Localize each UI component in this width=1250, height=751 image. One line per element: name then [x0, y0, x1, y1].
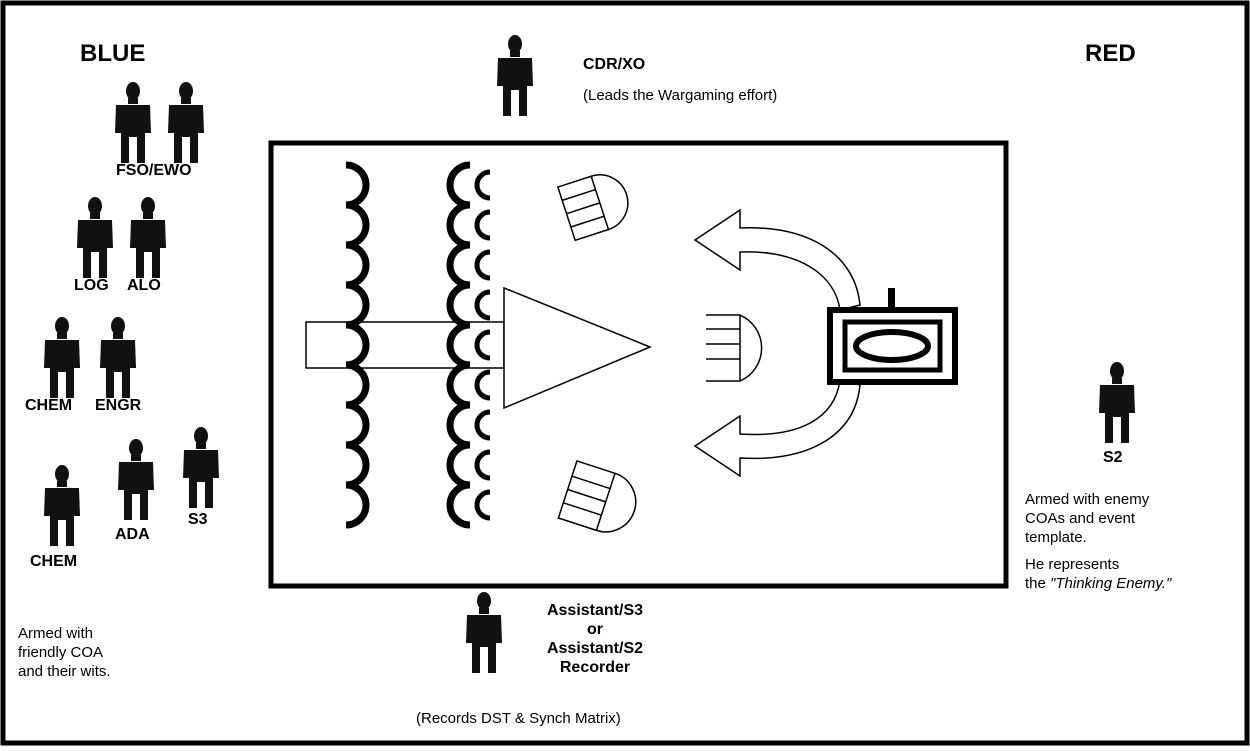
alo-person-icon [130, 197, 166, 278]
recorder-line: Recorder [559, 659, 631, 676]
counterattack-arrow-icon-bottom [693, 379, 861, 478]
chem-label-b: CHEM [30, 553, 78, 570]
engr-label: ENGR [95, 397, 142, 414]
chem-label-a: CHEM [25, 397, 73, 414]
counterattack-arrow-icon-top [693, 208, 861, 311]
alo-label: ALO [127, 277, 161, 294]
red-title: RED [1085, 40, 1136, 67]
log-label: LOG [74, 277, 109, 294]
s2-person-icon [1099, 362, 1135, 443]
red-note-line: Armed with enemy [1025, 491, 1150, 508]
enemy-unit-icon-bottom [557, 460, 637, 533]
recorder-person-icon [466, 592, 502, 673]
cdr-xo-description: (Leads the Wargaming effort) [583, 87, 778, 104]
cdr-xo-label: CDR/XO [583, 56, 646, 73]
recorder-line: or [587, 621, 603, 638]
red-note: Armed with enemy COAs and event template… [1025, 490, 1225, 593]
fso-ewo-label: FSO/EWO [116, 162, 192, 179]
enemy-unit-icon-middle [706, 314, 763, 382]
blue-title: BLUE [80, 40, 146, 67]
recorder-line: Assistant/S2 [546, 640, 644, 657]
blue-note-line: and their wits. [18, 663, 111, 680]
red-note-line-emphasis: the "Thinking Enemy." [1025, 574, 1225, 593]
s3-label: S3 [188, 511, 208, 528]
chem-person-icon-b [44, 465, 80, 546]
armor-unit-icon [827, 288, 958, 385]
s2-label: S2 [1103, 449, 1123, 466]
engr-person-icon [100, 317, 136, 398]
red-note-line: template. [1025, 529, 1087, 546]
enemy-unit-icon-top [556, 174, 629, 242]
blue-note-line: Armed with [18, 625, 94, 642]
red-note-line: He represents [1025, 556, 1120, 573]
cdr-person-icon [497, 35, 533, 116]
counterattack-arrow-icons [693, 208, 861, 478]
thinking-enemy-text: "Thinking Enemy." [1050, 575, 1172, 592]
chem-person-icon-a [44, 317, 80, 398]
fso-person-icon-a [115, 82, 151, 163]
enemy-unit-icons [556, 174, 763, 533]
recorder-role-block: Assistant/S3 or Assistant/S2 Recorder [520, 601, 670, 677]
blue-note: Armed with friendly COA and their wits. [18, 624, 178, 681]
ewo-person-icon-b [168, 82, 204, 163]
recorder-line: Assistant/S3 [546, 602, 644, 619]
red-note-prefix: the [1025, 575, 1051, 592]
log-person-icon [77, 197, 113, 278]
attack-arrow-icon [305, 286, 652, 410]
recorder-description: (Records DST & Synch Matrix) [416, 710, 621, 727]
defensive-arcs-icon-b [446, 161, 471, 529]
red-note-line: COAs and event [1025, 510, 1136, 527]
ada-label: ADA [115, 526, 150, 543]
defensive-arcs-icon-b-inner [474, 169, 491, 521]
defensive-arcs-icon-a [345, 161, 370, 529]
blue-note-line: friendly COA [18, 644, 104, 661]
wargame-board [268, 140, 1009, 589]
s3-person-icon [183, 427, 219, 508]
ada-person-icon [118, 439, 154, 520]
